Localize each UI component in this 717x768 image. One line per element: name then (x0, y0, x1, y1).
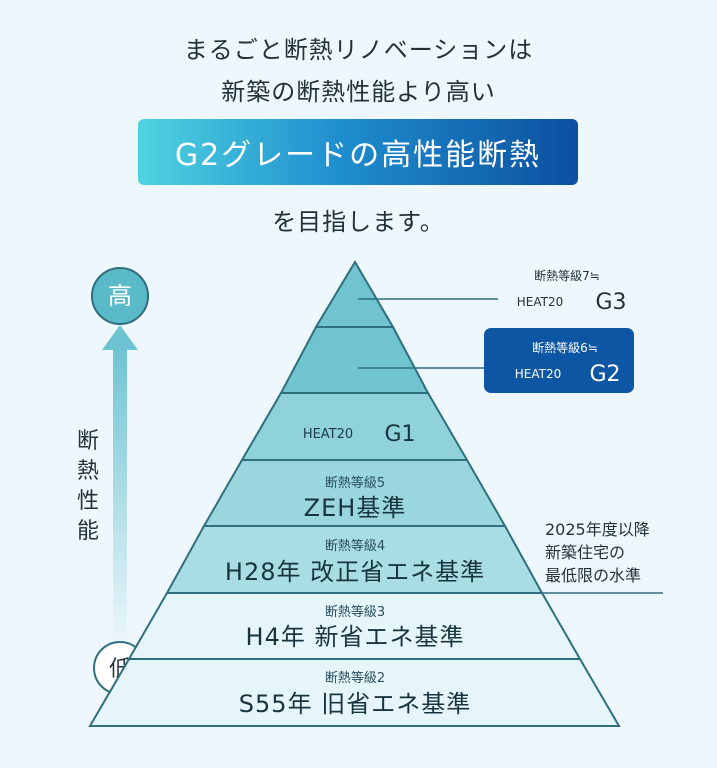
g2-callout: 断熱等級6≒ HEAT20 G2 (484, 328, 634, 393)
axis-label-char-4: 能 (77, 519, 99, 544)
tier-grade-5-caption: 断熱等級5 (325, 475, 385, 491)
g3-callout-caption: 断熱等級7≒ (534, 268, 600, 283)
axis-label-char-2: 熱 (77, 459, 99, 484)
side-note-line-3: 最低限の水準 (545, 566, 641, 585)
side-note-line-1: 2025年度以降 (545, 520, 650, 539)
g2-callout-caption: 断熱等級6≒ (532, 340, 598, 355)
side-note-line-2: 新築住宅の (545, 543, 625, 562)
g3-callout-title: G3 (595, 290, 626, 315)
tier-heat20-g2 (279, 326, 430, 394)
axis-high-label: 高 (108, 282, 132, 310)
performance-arrow-shaft (113, 345, 127, 650)
tier-grade-4-title: H28年 改正省エネ基準 (225, 558, 485, 586)
headline-line-1: まるごと断熱リノベーションは (183, 36, 534, 64)
g3-callout-prefix: HEAT20 (517, 295, 563, 309)
performance-arrow-head (102, 325, 138, 350)
tier-heat20-g3 (314, 260, 395, 328)
g2-callout-box (484, 328, 634, 393)
axis-label-char-3: 性 (77, 489, 99, 514)
axis-label-char-1: 断 (77, 429, 99, 454)
g3-callout: 断熱等級7≒ HEAT20 G3 (517, 268, 627, 315)
g2-callout-prefix: HEAT20 (515, 367, 561, 381)
side-note: 2025年度以降 新築住宅の 最低限の水準 (545, 520, 650, 585)
tier-g1-title: G1 (384, 422, 415, 447)
g2-callout-title: G2 (589, 362, 620, 387)
tier-g1-prefix: HEAT20 (303, 427, 353, 442)
tier-grade-2-title: S55年 旧省エネ基準 (239, 690, 471, 718)
tier-heat20-g1 (240, 392, 469, 461)
tier-grade-2-caption: 断熱等級2 (325, 670, 385, 686)
axis-high-badge: 高 (91, 267, 149, 325)
tier-grade-4-caption: 断熱等級4 (325, 538, 385, 554)
tier-grade-3-caption: 断熱等級3 (325, 604, 385, 620)
g2-grade-banner: G2グレードの高性能断熱 (138, 119, 578, 185)
headline-line-3: を目指します。 (272, 208, 445, 236)
tier-grade-3-title: H4年 新省エネ基準 (246, 623, 465, 651)
headline-line-2: 新築の断熱性能より高い (221, 78, 496, 106)
tier-grade-5-title: ZEH基準 (304, 494, 407, 522)
